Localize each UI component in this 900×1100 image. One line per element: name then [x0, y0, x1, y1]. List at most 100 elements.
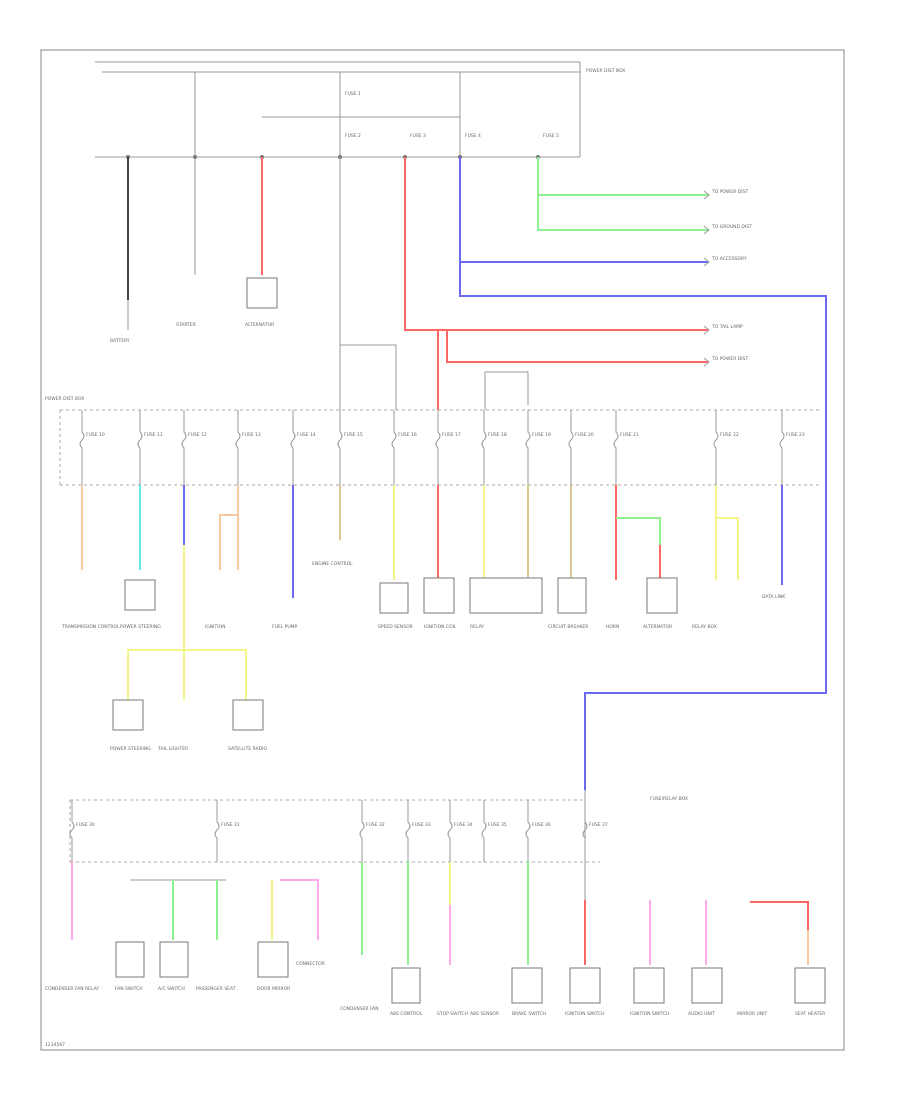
fuse-symbol	[79, 410, 85, 485]
fuse-symbol	[391, 410, 397, 485]
component-label: TRANSMISSION CONTROL	[61, 624, 120, 630]
fuse-label: FUSE 21	[620, 432, 639, 438]
starter-circuit: STARTER	[176, 157, 196, 328]
fuse-symbol	[481, 410, 487, 485]
alternator-label: ALTERNATOR	[245, 322, 274, 328]
fuse-label: FUSE 10	[86, 432, 105, 438]
component-label: ENGINE CONTROL	[312, 561, 353, 567]
fuse-symbol	[525, 410, 531, 485]
fuse-symbol	[481, 800, 487, 862]
fuse-label: FUSE 22	[720, 432, 739, 438]
fuse-symbol	[447, 800, 453, 862]
top-fuse-box-label: POWER DIST BOX	[586, 68, 625, 74]
component-label: PASSENGER SEAT	[196, 986, 236, 992]
fuse-symbol	[779, 410, 785, 485]
fuse-symbol	[69, 800, 75, 862]
starter-label: STARTER	[176, 322, 196, 328]
component-label: CIRCUIT BREAKER	[548, 624, 588, 630]
fuse-symbol	[405, 800, 411, 862]
fuse-label: FUSE 15	[344, 432, 363, 438]
top-fuse-label: FUSE 3	[410, 133, 426, 139]
component-label: SEAT HEATER	[795, 1011, 825, 1017]
fuse-symbol	[214, 800, 220, 862]
component-label: POWER STEERING	[110, 746, 151, 752]
fuse-label: FUSE 19	[532, 432, 551, 438]
fuse-label: FUSE 33	[412, 822, 431, 828]
fuse-label: FUSE 20	[575, 432, 594, 438]
mid-fuse-box: POWER DIST BOX FUSE 10 FUSE 11 FUSE 12 FUSE…	[45, 396, 820, 486]
fuse-label: FUSE 32	[366, 822, 385, 828]
component-label: IGNITION COIL	[424, 624, 457, 630]
component-label: DOOR MIRROR	[257, 986, 290, 992]
right-refs: TO POWER DIST TO GROUND DIST TO ACCESSOR…	[703, 189, 752, 367]
alternator-circuit: ALTERNATOR	[245, 157, 278, 328]
component-label: AUDIO UNIT	[688, 1011, 715, 1017]
component-label: IGNITION SWITCH	[565, 1011, 605, 1017]
component-label: A/C SWITCH	[158, 986, 185, 992]
fuse-symbol	[713, 410, 719, 485]
top-fuse-box: POWER DIST BOX FUSE 1 FUSE 2 FUSE 3 FUSE…	[95, 61, 625, 159]
fuse-label: FUSE 14	[297, 432, 316, 438]
fuse-label: FUSE 23	[786, 432, 805, 438]
diagram-frame	[40, 49, 845, 1051]
fuse-symbol	[525, 800, 531, 862]
component-label: POWER STEERING	[120, 624, 161, 630]
component-label: HORN	[606, 624, 619, 630]
component-label: RELAY	[470, 624, 484, 630]
fuse-symbol	[568, 410, 574, 485]
bottom-components: CONDENSER FAN RELAY FAN SWITCH A/C SWITC…	[45, 941, 826, 1017]
mid-components: TRANSMISSION CONTROL POWER STEERING IGNI…	[61, 561, 786, 752]
fuse-symbol	[137, 410, 143, 485]
fuse-label: FUSE 18	[488, 432, 507, 438]
fuse-label: FUSE 31	[221, 822, 240, 828]
component-label: CONDENSER FAN RELAY	[45, 986, 99, 992]
component-label: RELAY BOX	[692, 624, 717, 630]
fuse-label: FUSE 13	[242, 432, 261, 438]
component-label: SATELLITE RADIO	[228, 746, 267, 752]
fuse-label: FUSE 16	[398, 432, 417, 438]
fuse-label: FUSE 37	[589, 822, 608, 828]
component-label: SPEED SENSOR	[378, 624, 413, 630]
fuse-label: FUSE 34	[454, 822, 473, 828]
fuse-label: FUSE 30	[76, 822, 95, 828]
mid-fuse-box-label: POWER DIST BOX	[45, 396, 84, 402]
top-fuse-label: FUSE 4	[465, 133, 481, 139]
footer-ref: 1234567	[45, 1042, 65, 1048]
ref-label: TO POWER DIST	[711, 356, 748, 362]
component-label: ABS CONTROL	[390, 1011, 423, 1017]
component-label: CONNECTOR	[296, 961, 325, 967]
top-fuse-label: FUSE 2	[345, 133, 361, 139]
fuse-symbol	[435, 410, 441, 485]
component-label: IGNITION SWITCH	[630, 1011, 670, 1017]
ref-label: TO POWER DIST	[711, 189, 748, 195]
top-fuse-label: FUSE 1	[345, 91, 361, 97]
fuse-label: FUSE 12	[188, 432, 207, 438]
top-fuse-label: FUSE 5	[543, 133, 559, 139]
component-label: DATA LINK	[762, 594, 786, 600]
fuse-symbol	[235, 410, 241, 485]
battery-circuit: BATTERY	[110, 157, 130, 344]
component-label: FUEL PUMP	[272, 624, 298, 630]
fuse-symbol	[290, 410, 296, 485]
alternator-box	[246, 277, 278, 309]
component-label: IGNITION	[205, 624, 226, 630]
fuse-label: FUSE 17	[442, 432, 461, 438]
battery-label: BATTERY	[110, 338, 130, 344]
fuse-symbol	[613, 410, 619, 485]
fuse-symbol	[359, 800, 365, 862]
component-label: BRAKE SWITCH	[512, 1011, 546, 1017]
component-label: MIRROR UNIT	[737, 1011, 768, 1017]
ref-label: TO ACCESSORY	[711, 256, 747, 262]
fuse-label: FUSE 11	[144, 432, 163, 438]
component-label: FAN SWITCH	[115, 986, 143, 992]
fuse-symbol	[337, 410, 343, 485]
fuse-symbol	[181, 410, 187, 485]
ref-label: TO TAIL LAMP	[711, 324, 743, 330]
ref-label: TO GROUND DIST	[711, 224, 752, 230]
component-label: STOP SWITCH	[437, 1011, 468, 1017]
component-label: ABS SENSOR	[470, 1011, 499, 1017]
component-label: ALTERNATOR	[643, 624, 672, 630]
component-label: CONDENSER FAN	[340, 1006, 379, 1012]
